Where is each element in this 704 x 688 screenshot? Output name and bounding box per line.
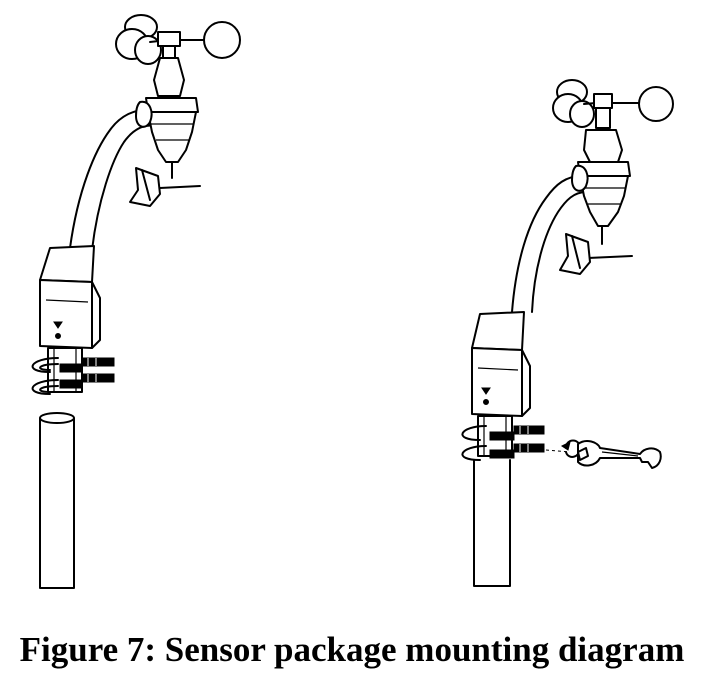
mounting-pole-right — [473, 459, 511, 587]
nuts-left — [59, 357, 115, 389]
electronics-box-right — [471, 311, 531, 417]
wind-vane-right — [559, 233, 591, 275]
sensor-package-right — [461, 79, 674, 587]
sensor-package-left — [31, 14, 241, 589]
figure-caption: Figure 7: Sensor package mounting diagra… — [19, 630, 685, 669]
electronics-box-left — [39, 245, 101, 349]
sensor-body-right — [571, 129, 633, 259]
anemometer-cups-left — [115, 14, 241, 65]
mounting-pole-left — [39, 412, 75, 589]
anemometer-cups-right — [552, 79, 674, 129]
support-arm-right — [511, 175, 587, 313]
u-bolts-left — [31, 357, 59, 395]
wrench-icon — [577, 440, 662, 469]
sensor-body-left — [135, 57, 201, 189]
wind-vane-left — [129, 167, 161, 207]
nuts-right — [489, 425, 545, 459]
